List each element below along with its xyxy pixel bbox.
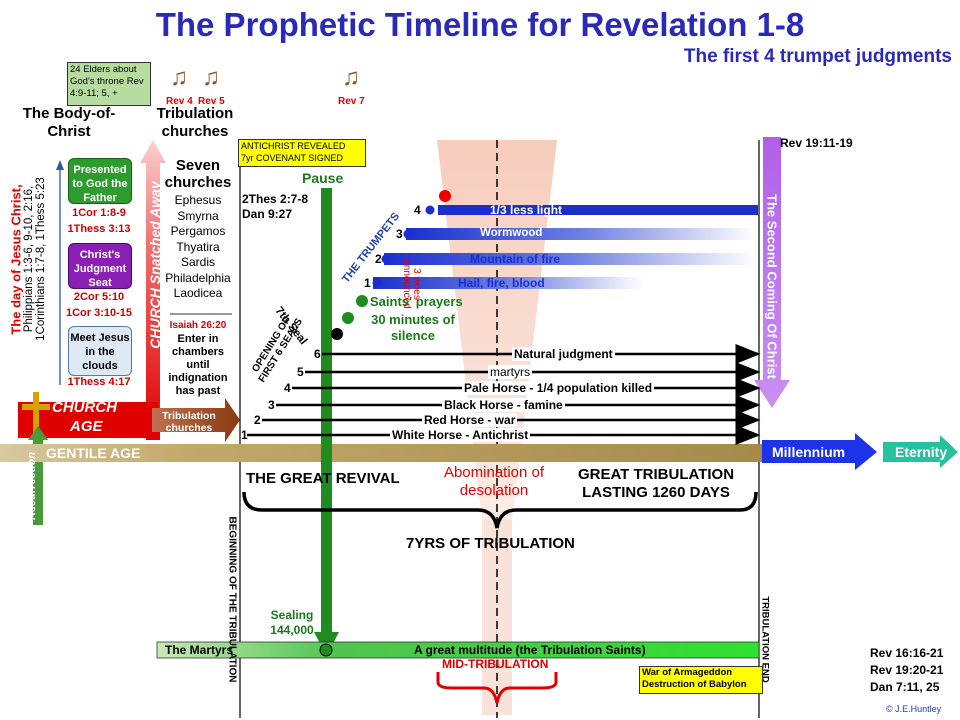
church-name: Ephesus — [174, 193, 222, 207]
seven-churches-heading: Seven churches — [164, 157, 232, 191]
seal-label: White Horse - Antichrist — [390, 428, 531, 442]
trumpet-number: 3 — [396, 227, 403, 241]
tribulation-churches-heading: Tribulation churches — [156, 105, 234, 140]
trumpet-number: 1 — [364, 276, 371, 290]
harp-label: Rev 4 — [166, 96, 193, 107]
harp-label: Rev 7 — [338, 96, 365, 107]
harp-label: Rev 5 — [198, 96, 225, 107]
thes-ref: 2Thes 2:7-8 — [242, 192, 309, 206]
church-name: Philadelphia — [165, 270, 231, 285]
seal-label: Black Horse - famine — [442, 398, 565, 412]
trib-churches-arrow-label: Tribulation churches — [162, 410, 216, 434]
seven-years-label: 7YRS OF TRIBULATION — [406, 535, 575, 552]
elders-box: 24 Elders about God's throne Rev 4:9-11;… — [67, 62, 151, 106]
day-refs-line2: 1Corinthians 1:7-8, 1Thess 5:23 — [35, 177, 47, 341]
trumpet-label: Hail, fire, blood — [458, 276, 545, 290]
presented-box: Presented to God the Father — [68, 158, 132, 204]
seal-number: 1 — [241, 428, 248, 442]
resurrection-label: Resurrection — [26, 452, 38, 520]
seal-number: 2 — [254, 413, 261, 427]
mid-trib-label: MID-TRIBULATION — [442, 657, 549, 671]
age-label: AGE — [70, 418, 103, 435]
judgment-ref-1: 2Cor 5:10 — [73, 291, 125, 303]
judgment-ref-2: 1Cor 3:10-15 — [65, 307, 133, 319]
seal-label: Pale Horse - 1/4 population killed — [462, 381, 655, 395]
seal-number: 5 — [297, 365, 304, 379]
page-subtitle: The first 4 trumpet judgments — [683, 46, 952, 67]
seal-number: 4 — [284, 381, 291, 395]
copyright: © J.E.Huntley — [886, 704, 942, 714]
seal-number: 3 — [268, 398, 275, 412]
trumpet-label: Mountain of fire — [470, 252, 560, 266]
meet-ref: 1Thess 4:17 — [67, 376, 131, 388]
church-name: Laodicea — [173, 286, 223, 300]
millennium-label: Millennium — [772, 444, 846, 460]
presented-ref-2: 1Thess 3:13 — [67, 223, 131, 235]
saints-prayers-label: Saints' prayers — [370, 294, 463, 309]
harp-icon: ♫ — [342, 64, 360, 91]
church-label: CHURCH — [52, 399, 117, 416]
right-ref: Rev 16:16-21 — [870, 646, 944, 660]
right-refs: Rev 16:16-21 Rev 19:20-21 Dan 7:11, 25 — [870, 645, 943, 696]
pause-label: Pause — [302, 170, 344, 186]
trumpet-number: 2 — [375, 252, 382, 266]
church-name: Pergamos — [170, 224, 226, 238]
seal-label: martyrs — [488, 365, 532, 379]
trumpet-number: 4 — [414, 203, 421, 217]
armageddon-box: War of Armageddon Destruction of Babylon — [639, 666, 763, 694]
seal-number: 6 — [314, 347, 321, 361]
antichrist-box: ANTICHRIST REVEALED 7yr COVENANT SIGNED — [238, 139, 366, 167]
abomination-label: Abomination of desolation — [443, 464, 545, 499]
harp-icon: ♫ — [170, 64, 188, 91]
church-name: Thyatira — [176, 239, 220, 254]
gentile-age-label: GENTILE AGE — [46, 445, 141, 461]
beginning-label: BEGINNING OF THE TRIBULATION — [226, 516, 238, 683]
great-revival-label: THE GREAT REVIVAL — [246, 470, 400, 487]
body-of-christ-heading: The Body-of-Christ — [22, 105, 116, 140]
martyrs-bar-label: The Martyrs — [165, 643, 234, 657]
page-title: The Prophetic Timeline for Revelation 1-… — [155, 6, 805, 43]
harp-icon: ♫ — [202, 64, 220, 91]
meet-jesus-box: Meet Jesus in the clouds — [68, 326, 132, 376]
church-list: Ephesus Smyrna Pergamos Thyatira Sardis … — [158, 193, 238, 302]
seal-label: Red Horse - war — [422, 413, 518, 427]
eternity-label: Eternity — [895, 444, 948, 460]
isaiah-text: Enter in chambers until indignation has … — [168, 333, 228, 397]
second-coming-label: The Second Coming Of Christ — [764, 194, 780, 379]
trumpet-label: 1/3 less light — [490, 203, 563, 217]
antichrist-line1: ANTICHRIST REVEALED — [241, 141, 346, 151]
presented-ref-1: 1Cor 1:8-9 — [72, 207, 126, 219]
silence-label: 30 minutes of silence — [371, 312, 455, 343]
church-name: Sardis — [180, 255, 215, 269]
antichrist-line2: 7yr COVENANT SIGNED — [241, 153, 343, 163]
right-ref: Dan 7:11, 25 — [870, 680, 940, 694]
sealing-label: Sealing 144,000 — [270, 608, 314, 637]
multitude-label: A great multitude (the Tribulation Saint… — [414, 643, 646, 657]
seal-label: Natural judgment — [512, 347, 615, 361]
day-of-christ-label: The day of Jesus Christ, — [8, 184, 24, 335]
church-name: Smyrna — [177, 208, 219, 223]
isaiah-ref: Isaiah 26:20 — [169, 320, 227, 331]
great-tribulation-label: GREAT TRIBULATION LASTING 1260 DAYS — [577, 466, 735, 501]
dan-ref: Dan 9:27 — [242, 207, 293, 221]
right-ref: Rev 19:20-21 — [870, 663, 944, 677]
judgment-seat-box: Christ's Judgment Seat — [68, 243, 132, 289]
day-refs-line1: Philippians 1:3-6, 9-10, 2:16, — [23, 185, 35, 333]
rev19-ref: Rev 19:11-19 — [780, 136, 853, 150]
trumpet-label: Wormwood — [480, 227, 543, 239]
